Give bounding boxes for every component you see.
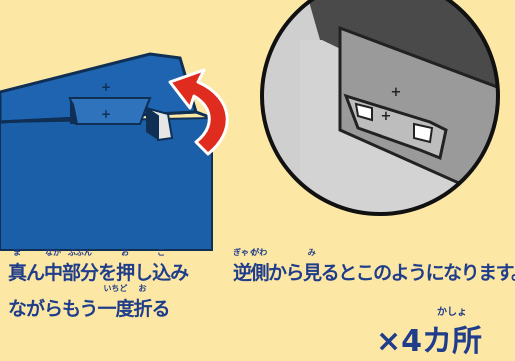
ruby-ko: こ込 <box>152 248 171 284</box>
detail-tab-hole-left <box>354 102 373 122</box>
ruby-ma: ま真 <box>8 248 27 284</box>
ruby-kasho: かしょカ所 <box>422 307 483 359</box>
ruby-naka: なか中 <box>44 248 63 284</box>
tab-notch-right <box>146 108 158 140</box>
result-caption: ぎゃく逆がわ側からみ見るとこのようになります。 <box>233 248 515 284</box>
detail-circle-border <box>260 0 500 216</box>
board-lower <box>0 116 213 251</box>
ruby-gyaku: ぎゃく逆 <box>233 248 257 284</box>
detail-plus-upper: + <box>391 85 402 100</box>
detail-tab-hole-right <box>413 122 434 144</box>
fold-arrow-icon <box>168 68 229 156</box>
tab-wing <box>145 107 174 142</box>
detail-plus-lower: + <box>381 109 392 124</box>
step-caption-line2: ながらもういちど一度お折る <box>8 284 170 320</box>
plus-mark-lower: + <box>101 107 111 121</box>
tab-notch-left <box>70 98 78 124</box>
board-edge <box>0 110 213 124</box>
ruby-gawa: がわ側 <box>250 248 270 284</box>
ruby-bubun: ぶぶん部分 <box>62 248 99 284</box>
step-caption-line1: ま真んなか中ぶぶん部分をお押しこ込み <box>8 248 189 284</box>
ruby-ori: お折 <box>133 284 152 320</box>
ruby-ichido: いちど一度 <box>97 284 134 320</box>
ruby-o: お押 <box>116 248 135 284</box>
ruby-mi: み見 <box>303 248 322 284</box>
plus-mark-upper: + <box>101 80 111 94</box>
